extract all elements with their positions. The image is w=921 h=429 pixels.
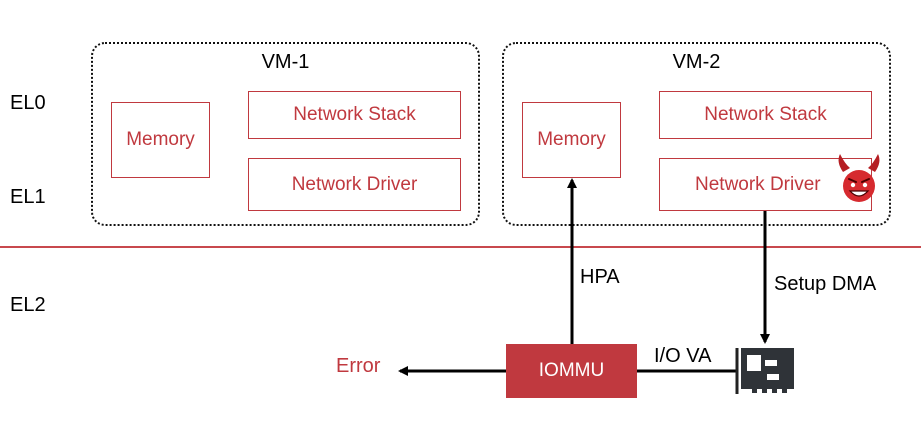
vm1-memory: Memory [111, 102, 210, 178]
vm2-memory: Memory [522, 102, 621, 178]
error-label: Error [336, 355, 381, 377]
hypervisor-divider [0, 246, 921, 248]
io-va-label: I/O VA [654, 345, 712, 367]
vm1-container [91, 42, 480, 226]
setup-dma-label: Setup DMA [774, 273, 877, 295]
vm1-network-driver: Network Driver [248, 158, 461, 211]
el2-label: EL2 [10, 294, 46, 316]
el0-label: EL0 [10, 92, 46, 114]
vm2-network-stack: Network Stack [659, 91, 872, 139]
network-card-icon [735, 348, 794, 394]
iommu-box: IOMMU [506, 344, 637, 398]
vm2-title: VM-2 [672, 51, 721, 73]
vm2-network-driver-label: Network Driver [695, 173, 821, 195]
vm2-container [502, 42, 891, 226]
el1-label: EL1 [10, 186, 46, 208]
hpa-label: HPA [580, 266, 620, 288]
vm1-network-stack: Network Stack [248, 91, 461, 139]
devil-face-icon [838, 154, 880, 202]
vm1-title: VM-1 [261, 51, 310, 73]
